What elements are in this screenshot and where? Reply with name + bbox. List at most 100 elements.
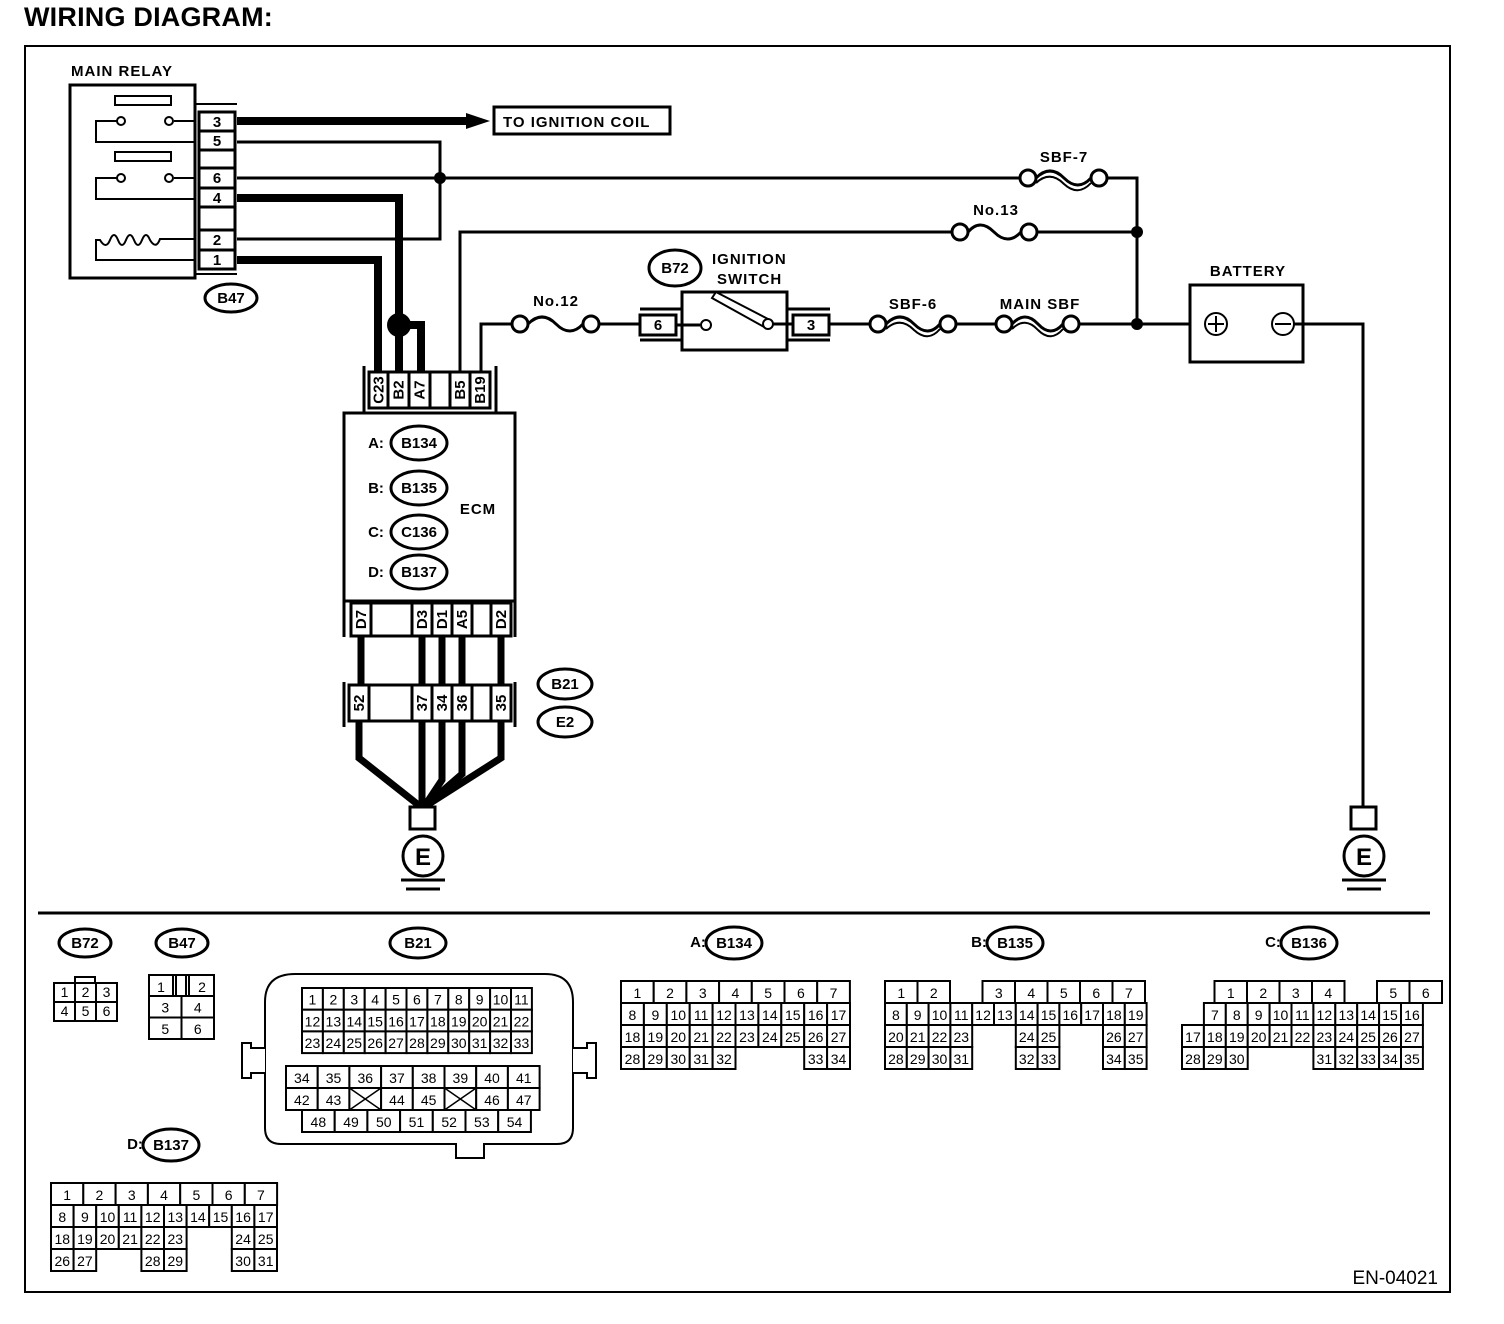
pin-number: 35 <box>1404 1051 1420 1067</box>
pin-number: 20 <box>1251 1029 1267 1045</box>
pin-cell <box>1408 980 1443 1004</box>
fuse-no-13: No.13 <box>950 202 1039 242</box>
pin-cell <box>1400 1046 1424 1070</box>
relay-pin-label: 2 <box>213 232 221 249</box>
pin-cell <box>711 1046 737 1070</box>
pin-number: 38 <box>421 1070 437 1086</box>
pin-number: 3 <box>995 985 1003 1001</box>
pin-number: 3 <box>350 992 358 1008</box>
pin-number: 48 <box>311 1114 327 1130</box>
relay-pin <box>197 248 237 271</box>
pin-number: 19 <box>451 1013 467 1029</box>
pin-number: 40 <box>484 1070 500 1086</box>
pin-number: 11 <box>954 1007 969 1023</box>
connector-letter: D: <box>127 1136 143 1153</box>
pin-number: 4 <box>1027 985 1035 1001</box>
ecm-connector-id-text: B134 <box>401 435 438 452</box>
fuse-main-sbf: MAIN SBF <box>994 296 1081 338</box>
pin-number: 28 <box>888 1051 904 1067</box>
pin-number: 5 <box>82 1003 90 1019</box>
pin-number: 4 <box>61 1003 69 1019</box>
connector-pin-label: A7 <box>412 380 429 399</box>
pin-number: 30 <box>670 1051 686 1067</box>
pin-number: 19 <box>1128 1007 1144 1023</box>
pin-number: 11 <box>1295 1007 1310 1023</box>
pin-number: 23 <box>954 1029 970 1045</box>
pin-number: 24 <box>762 1029 778 1045</box>
pin-number: 1 <box>897 985 905 1001</box>
pin-number: 22 <box>514 1013 530 1029</box>
pin-number: 9 <box>914 1007 922 1023</box>
pin-number: 15 <box>1041 1007 1057 1023</box>
pin-number: 20 <box>670 1029 686 1045</box>
ecm-connector-id <box>389 469 449 507</box>
pin-cell <box>1224 1046 1249 1070</box>
pin-number: 43 <box>326 1092 342 1108</box>
pin-number: 14 <box>346 1013 362 1029</box>
connector-pin-label: A5 <box>454 610 471 629</box>
connector-id-text: B47 <box>168 935 196 952</box>
pin-number: 31 <box>693 1051 709 1067</box>
pin-cell <box>497 1109 532 1133</box>
connector-pin-label: 37 <box>414 695 431 712</box>
pin-number: 15 <box>1382 1007 1398 1023</box>
connector-pin-label: C23 <box>371 376 388 404</box>
pin-number: 6 <box>103 1003 111 1019</box>
connector-pin <box>468 370 492 410</box>
ground-label: E <box>1356 844 1372 871</box>
pin-number: 27 <box>1404 1029 1420 1045</box>
ecm-connector-letter: D: <box>368 564 384 581</box>
wire-battery-ground <box>1294 322 1365 808</box>
pin-number: 7 <box>1125 985 1133 1001</box>
pin-number: 12 <box>305 1013 321 1029</box>
wire <box>421 721 466 810</box>
pin-number: 11 <box>694 1007 709 1023</box>
pin-number: 18 <box>430 1013 446 1029</box>
connector-pin-label: 36 <box>454 695 471 712</box>
connector-pin-label: B2 <box>391 380 408 399</box>
pin-number: 4 <box>732 985 740 1001</box>
pin-number: 22 <box>932 1029 948 1045</box>
connector-id <box>985 925 1045 961</box>
pin-number: 11 <box>123 1209 138 1225</box>
pin-number: 23 <box>1317 1029 1333 1045</box>
pin-number: 6 <box>1092 985 1100 1001</box>
connector-pin-label: D2 <box>493 610 510 629</box>
pin-number: 22 <box>1295 1029 1311 1045</box>
pin-number: 25 <box>1041 1029 1057 1045</box>
pin-number: 30 <box>932 1051 948 1067</box>
pin-number: 15 <box>213 1209 229 1225</box>
relay-pin-label: 1 <box>213 252 221 269</box>
pin-number: 10 <box>100 1209 116 1225</box>
pin-number: 27 <box>388 1035 404 1051</box>
pin-number: 24 <box>326 1035 342 1051</box>
pin-number: 6 <box>225 1187 233 1203</box>
pin-number: 16 <box>808 1007 824 1023</box>
pin-number: 2 <box>1259 985 1267 1001</box>
pin-number: 54 <box>507 1114 523 1130</box>
ecm-to-joint-wires <box>357 636 505 685</box>
pin-number: 1 <box>1227 985 1235 1001</box>
pin-number: 42 <box>294 1092 310 1108</box>
joint-id-e2: E2 <box>556 714 574 731</box>
blank-pin-icon <box>444 1087 477 1111</box>
pin-number: 18 <box>1207 1029 1223 1045</box>
pin-number: 16 <box>388 1013 404 1029</box>
fuse-sbf-6: SBF-6 <box>868 296 958 338</box>
ecm-connector-id-text: C136 <box>401 524 437 541</box>
pin-number: 26 <box>808 1029 824 1045</box>
pin-number: 24 <box>235 1231 251 1247</box>
ecm-connector-letter: C: <box>368 524 384 541</box>
svg-text:SBF-7: SBF-7 <box>1040 149 1088 166</box>
pin-number: 6 <box>1422 985 1430 1001</box>
pin-number: 9 <box>81 1209 89 1225</box>
ecm-connector-id <box>389 424 449 462</box>
pin-number: 16 <box>235 1209 251 1225</box>
fuse-sbf-7: SBF-7 <box>1018 149 1109 192</box>
pin-number: 29 <box>430 1035 446 1051</box>
pin-number: 14 <box>1360 1007 1376 1023</box>
arrow-icon <box>466 113 490 129</box>
